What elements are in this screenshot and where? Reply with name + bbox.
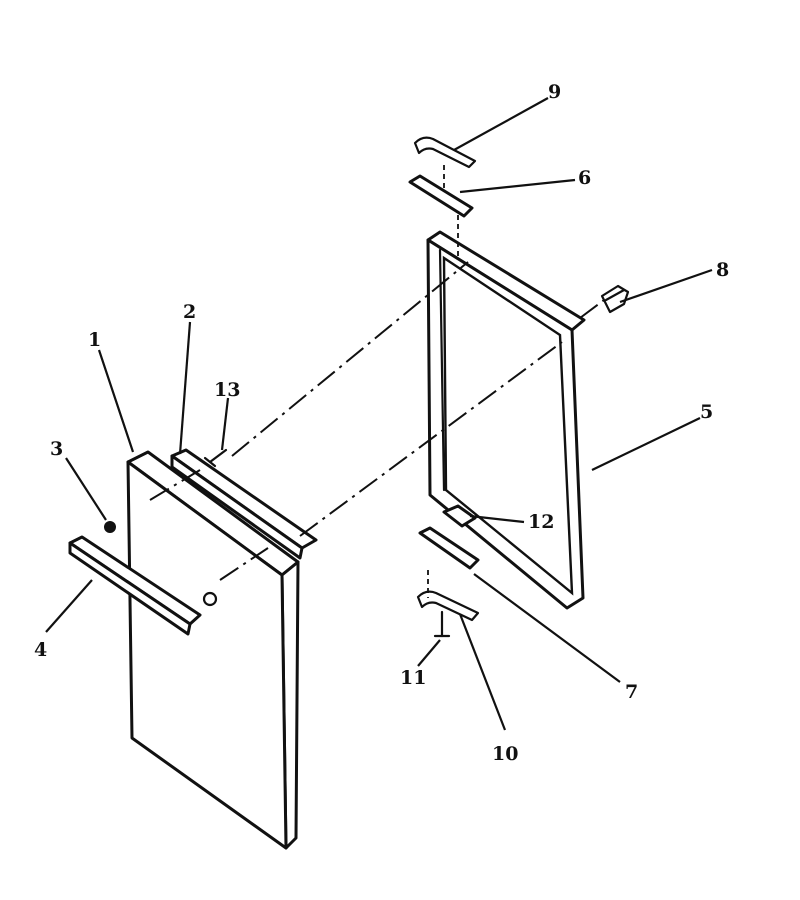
- door-panel: [126, 450, 300, 850]
- door-handle: [68, 535, 202, 636]
- alignment-line-clip: [579, 299, 605, 319]
- alignment-line-handle-top: [149, 469, 201, 501]
- nut-lower: [202, 591, 218, 607]
- callout-4: 4: [34, 639, 47, 661]
- callout-8: 8: [716, 259, 729, 281]
- callout-12: 12: [528, 511, 554, 533]
- callout-13: 13: [214, 379, 240, 401]
- top-hinge: [413, 136, 477, 169]
- bottom-bracket-12: [442, 504, 477, 528]
- side-clip: [600, 284, 630, 314]
- callout-2: 2: [183, 301, 196, 323]
- alignment-line-lower: [299, 341, 563, 537]
- leader-lines: [45, 97, 713, 731]
- bottom-hinge: [416, 590, 480, 622]
- callout-6: 6: [578, 167, 591, 189]
- callout-5: 5: [700, 401, 713, 423]
- nut-upper: [104, 521, 116, 533]
- bottom-hinge-plate: [418, 526, 480, 570]
- callout-10: 10: [492, 743, 518, 765]
- bottom-screw-11: [433, 610, 451, 638]
- top-hinge-plate: [408, 174, 474, 218]
- callout-9: 9: [548, 81, 561, 103]
- alignment-line-upper: [231, 261, 469, 457]
- alignment-line-handle-bottom: [219, 547, 269, 581]
- screw-13: [203, 448, 228, 468]
- callout-7: 7: [625, 681, 638, 703]
- door-trim-strip: [170, 448, 318, 560]
- callout-11: 11: [400, 667, 426, 689]
- callout-3: 3: [50, 438, 63, 460]
- callout-1: 1: [88, 329, 101, 351]
